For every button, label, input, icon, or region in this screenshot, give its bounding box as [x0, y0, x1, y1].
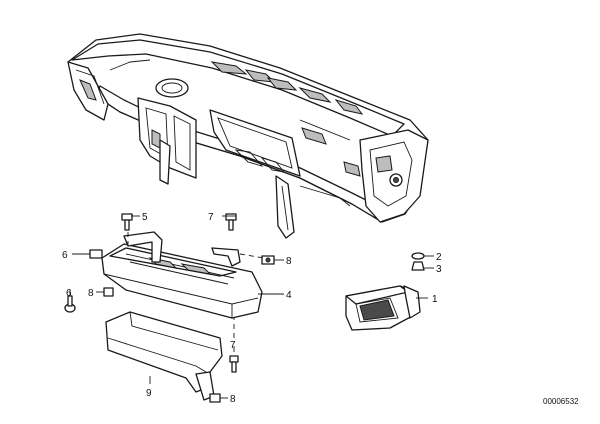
- callout-8-bottom: 8: [230, 394, 236, 405]
- callout-9: 9: [146, 388, 152, 399]
- callout-7-top: 7: [208, 212, 214, 223]
- air-duct: [345, 285, 421, 331]
- front-panel: [67, 33, 429, 239]
- underride-guard-plate: [105, 311, 223, 401]
- leader-lines: [69, 215, 434, 399]
- callout-2: 2: [436, 252, 442, 263]
- callout-3: 3: [436, 264, 442, 275]
- callout-1: 1: [432, 294, 438, 305]
- callout-4: 4: [286, 290, 292, 301]
- callouts: 5 7 6 8 4 2 3 1 6 8 7 9 8: [62, 212, 442, 405]
- callout-6-lower: 6: [66, 288, 72, 299]
- air-duct-tray: [101, 231, 263, 319]
- fasteners: [64, 213, 425, 403]
- drawing-number: 00006532: [543, 397, 579, 406]
- callout-8-right: 8: [286, 256, 292, 267]
- callout-8-tray: 8: [88, 288, 94, 299]
- callout-5: 5: [142, 212, 148, 223]
- callout-6-left: 6: [62, 250, 68, 261]
- callout-7-lower: 7: [230, 340, 236, 351]
